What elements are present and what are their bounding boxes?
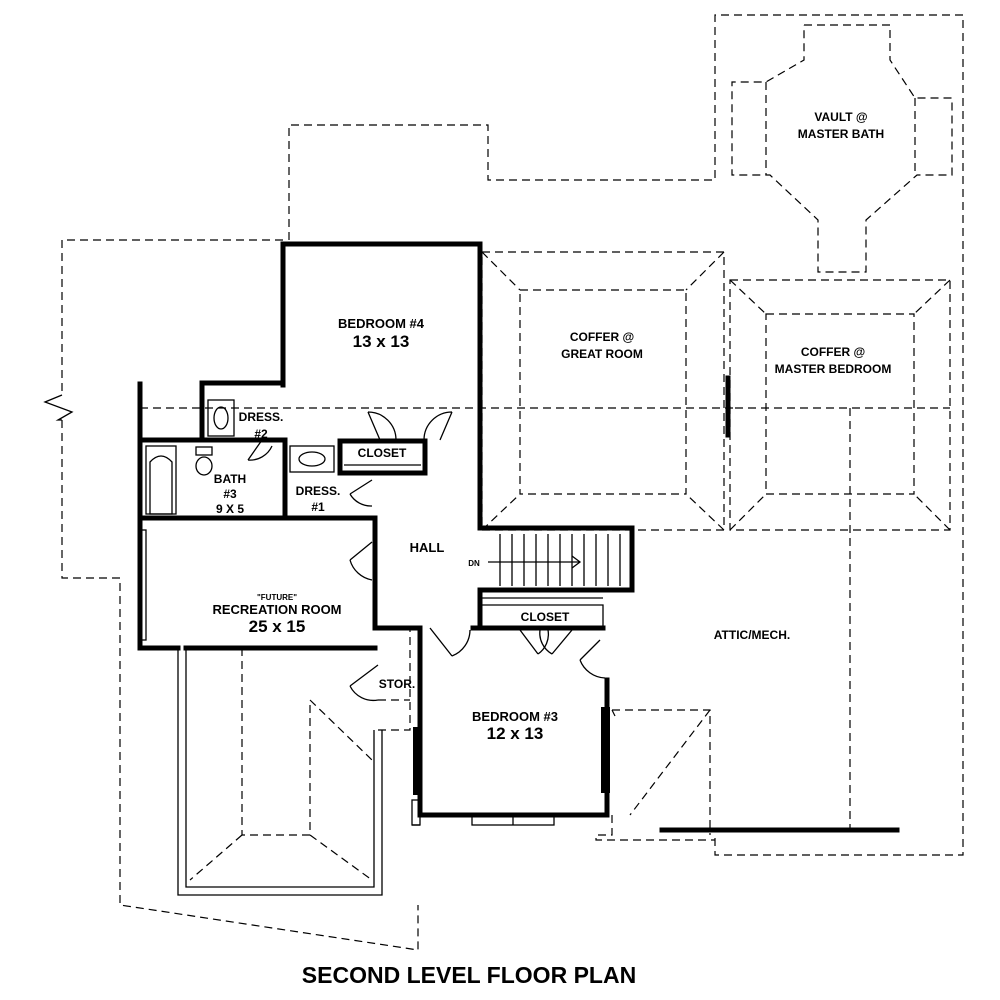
recreation-name: RECREATION ROOM — [212, 602, 341, 617]
coffer-great-line1: COFFER @ — [570, 330, 634, 344]
roof-bay — [177, 648, 383, 896]
stair-treads — [499, 534, 621, 586]
plan-title: SECOND LEVEL FLOOR PLAN — [302, 962, 636, 988]
dress2-line2: #2 — [254, 427, 268, 441]
bath3-line2: #3 — [223, 487, 237, 501]
coffer-master-line2: MASTER BEDROOM — [775, 362, 892, 376]
roof-outline — [43, 14, 964, 951]
bedroom3-name: BEDROOM #3 — [472, 709, 558, 724]
stor-label: STOR. — [379, 677, 415, 691]
interior-details — [139, 399, 621, 826]
bath3-line1: BATH — [214, 472, 246, 486]
coffer-great-line2: GREAT ROOM — [561, 347, 643, 361]
closet-top-label: CLOSET — [358, 446, 407, 460]
room-labels: BEDROOM #4 13 x 13 COFFER @ GREAT ROOM C… — [212, 110, 891, 743]
closet-bottom-label: CLOSET — [521, 610, 570, 624]
bath3-size: 9 X 5 — [216, 502, 244, 516]
attic-label: ATTIC/MECH. — [714, 628, 790, 642]
dress2-line1: DRESS. — [239, 410, 284, 424]
recreation-size: 25 x 15 — [249, 617, 306, 636]
dress1-line2: #1 — [311, 500, 325, 514]
coffer-master-line1: COFFER @ — [801, 345, 865, 359]
dress1-line1: DRESS. — [296, 484, 341, 498]
recreation-note: "FUTURE" — [257, 593, 297, 602]
vault-line1: VAULT @ — [814, 110, 867, 124]
bedroom4-name: BEDROOM #4 — [338, 316, 425, 331]
hall-label: HALL — [410, 540, 445, 555]
bedroom3-size: 12 x 13 — [487, 724, 544, 743]
bedroom4-size: 13 x 13 — [353, 332, 410, 351]
stairs-dn-label: DN — [468, 559, 480, 568]
vault-line2: MASTER BATH — [798, 127, 884, 141]
